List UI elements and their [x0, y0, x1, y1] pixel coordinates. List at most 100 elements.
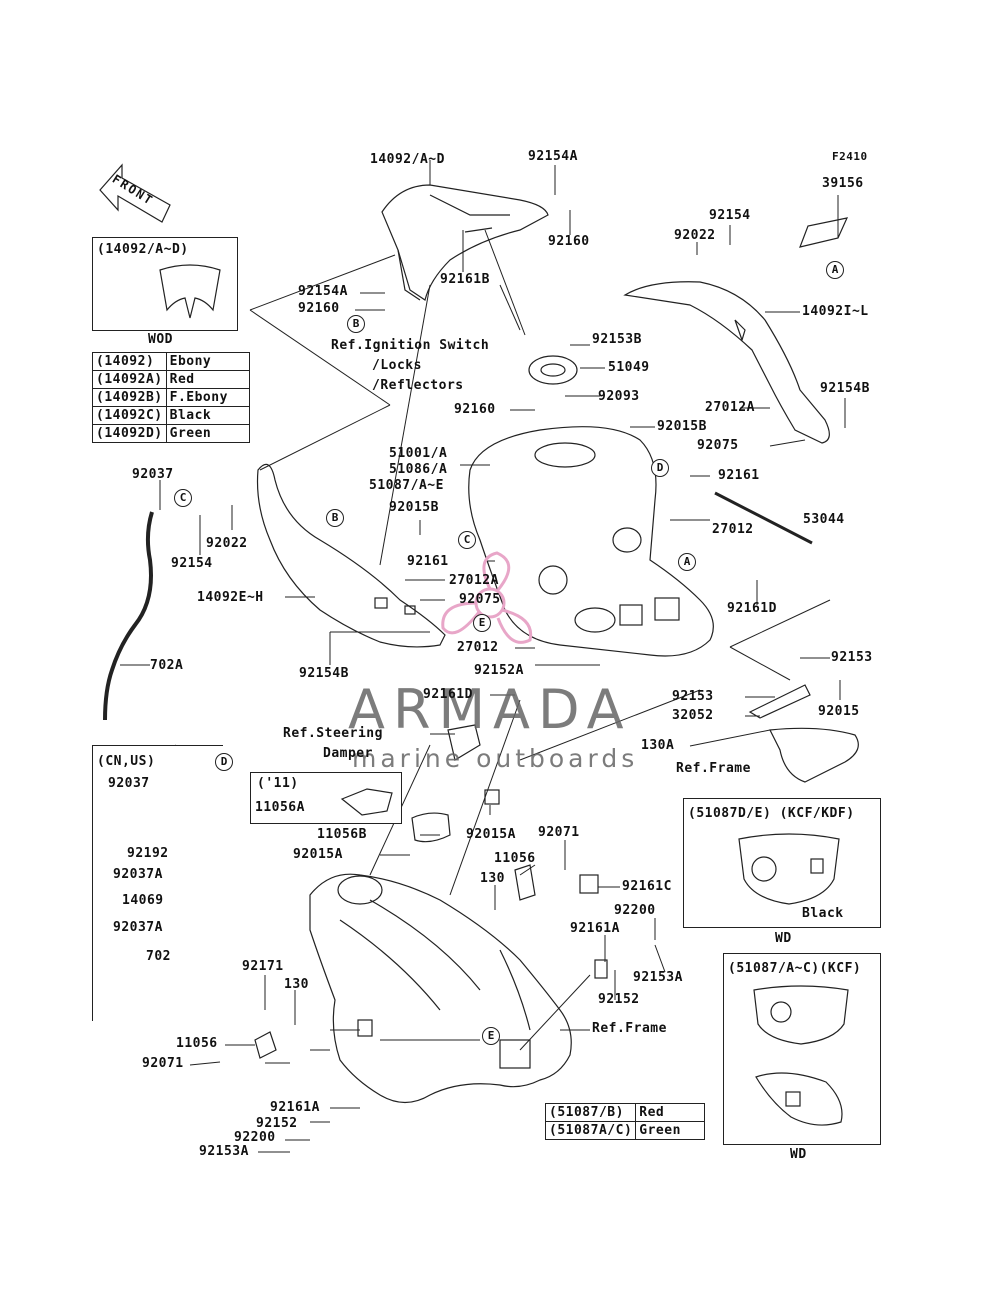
- part-label-92153-right: 92153: [831, 650, 873, 665]
- part-label-92153a-left: 92153A: [199, 1144, 249, 1159]
- ref-steering: Ref.Steering: [283, 726, 383, 741]
- kcf-inset-caption: WD: [790, 1147, 807, 1162]
- bracket-thumbnail: [340, 788, 393, 816]
- top-cover-drawing: [381, 184, 549, 301]
- part-label-92161d-right: 92161D: [727, 601, 777, 616]
- callout-e-tank: E: [473, 614, 491, 632]
- part-label-92171: 92171: [242, 959, 284, 974]
- kcf-inset-title: (51087/A~C)(KCF): [728, 961, 862, 976]
- callout-b-side: B: [326, 509, 344, 527]
- table-row: (14092D)Green: [92, 424, 250, 443]
- part-label-92200-right: 92200: [614, 903, 656, 918]
- part-label-92152-left: 92152: [256, 1116, 298, 1131]
- table-row: (14092C)Black: [92, 406, 250, 425]
- watermark-brand: ARMADA: [348, 678, 632, 741]
- part-label-702: 702: [146, 949, 171, 964]
- kcf-kdf-color-note: Black: [802, 906, 844, 921]
- part-label-92160-left: 92160: [298, 301, 340, 316]
- part-label-92154-right: 92154: [709, 208, 751, 223]
- part-label-92037-top: 92037: [132, 467, 174, 482]
- callout-d-tank: D: [651, 459, 669, 477]
- cn-us-inset-box: (CN,US): [92, 745, 223, 1021]
- part-label-92015-right: 92015: [818, 704, 860, 719]
- ref-frame-right: Ref.Frame: [676, 761, 751, 776]
- ref-locks: /Locks: [372, 358, 422, 373]
- ref-frame-bottom: Ref.Frame: [592, 1021, 667, 1036]
- fuel-tank-drawing: [468, 426, 714, 657]
- fuel-cap-drawing: [528, 355, 578, 385]
- callout-a-tank: A: [678, 553, 696, 571]
- part-label-14092e-h: 14092E~H: [197, 590, 264, 605]
- part-label-92160-top: 92160: [548, 234, 590, 249]
- y11-inset-title: ('11): [257, 776, 299, 791]
- part-label-27012-right: 27012: [712, 522, 754, 537]
- y11-inset-box: ('11) 11056A: [250, 772, 402, 824]
- part-label-92154a-top: 92154A: [528, 149, 578, 164]
- part-label-130a: 130A: [641, 738, 675, 753]
- callout-c-tank: C: [458, 531, 476, 549]
- part-label-51001: 51001/A: [389, 446, 448, 461]
- main-frame-drawing: [309, 873, 572, 1104]
- callout-c-hose: C: [174, 489, 192, 507]
- ref-damper: Damper: [323, 746, 373, 761]
- part-label-92037-cn: 92037: [108, 776, 150, 791]
- part-label-32052: 32052: [672, 708, 714, 723]
- part-label-92161b: 92161B: [440, 272, 490, 287]
- right-side-cover-drawing: [623, 281, 830, 444]
- callout-e-frame: E: [482, 1027, 500, 1045]
- top-cover-thumbnail: [159, 264, 221, 319]
- kcf-kdf-inset-box: (51087D/E) (KCF/KDF) Black: [683, 798, 881, 928]
- part-label-51049: 51049: [608, 360, 650, 375]
- callout-d-box: D: [215, 753, 233, 771]
- part-label-92154b-left: 92154B: [299, 666, 349, 681]
- part-label-92015b-right: 92015B: [657, 419, 707, 434]
- kcf-kdf-inset-caption: WD: [775, 931, 792, 946]
- ref-ignition-switch: Ref.Ignition Switch: [331, 338, 490, 353]
- part-label-92075-left: 92075: [459, 592, 501, 607]
- part-label-92160-mid: 92160: [454, 402, 496, 417]
- tank-thumbnail-kcf: [753, 985, 849, 1126]
- part-label-53044: 53044: [803, 512, 845, 527]
- part-label-92015a-right: 92015A: [466, 827, 516, 842]
- y11-inset-part: 11056A: [255, 800, 305, 815]
- part-label-92153b: 92153B: [592, 332, 642, 347]
- part-label-702a: 702A: [150, 658, 184, 673]
- part-label-92153a-right: 92153A: [633, 970, 683, 985]
- wod-inset-box: (14092/A~D): [92, 237, 238, 331]
- table-row: (51087A/C)Green: [544, 1121, 706, 1140]
- part-label-92037a-1: 92037A: [113, 867, 163, 882]
- table-row: (51087/B)Red: [544, 1103, 706, 1122]
- part-label-27012a-left: 27012A: [449, 573, 499, 588]
- part-label-130-left: 130: [284, 977, 309, 992]
- part-label-92154a-left: 92154A: [298, 284, 348, 299]
- front-arrow-icon: [99, 163, 171, 223]
- watermark-tagline: marine outboards: [352, 744, 639, 773]
- part-label-14092i-l: 14092I~L: [802, 304, 869, 319]
- part-label-11056-right: 11056: [494, 851, 536, 866]
- kcf-inset-box: (51087/A~C)(KCF): [723, 953, 881, 1145]
- callout-a-top: A: [826, 261, 844, 279]
- part-label-92161a-left: 92161A: [270, 1100, 320, 1115]
- part-label-27012-left: 27012: [457, 640, 499, 655]
- part-label-14069: 14069: [122, 893, 164, 908]
- part-label-92161-right: 92161: [718, 468, 760, 483]
- tank-color-table: (51087/B)Red (51087A/C)Green: [544, 1103, 706, 1140]
- part-label-92161d-left: 92161D: [423, 687, 473, 702]
- part-label-92161-left: 92161: [407, 554, 449, 569]
- part-label-51087: 51087/A~E: [369, 478, 444, 493]
- wod-inset-title: (14092/A~D): [97, 242, 189, 257]
- part-label-39156: 39156: [822, 176, 864, 191]
- part-label-92161c: 92161C: [622, 879, 672, 894]
- part-label-11056b: 11056B: [317, 827, 367, 842]
- part-label-92154-left: 92154: [171, 556, 213, 571]
- callout-b-left: B: [347, 315, 365, 333]
- part-label-92153-right2: 92153: [672, 689, 714, 704]
- part-label-92037a-2: 92037A: [113, 920, 163, 935]
- part-label-92200-left: 92200: [234, 1130, 276, 1145]
- wod-inset-caption: WOD: [148, 332, 173, 347]
- part-label-27012a-right: 27012A: [705, 400, 755, 415]
- part-label-92093: 92093: [598, 389, 640, 404]
- part-label-92152a: 92152A: [474, 663, 524, 678]
- part-label-92022-right: 92022: [674, 228, 716, 243]
